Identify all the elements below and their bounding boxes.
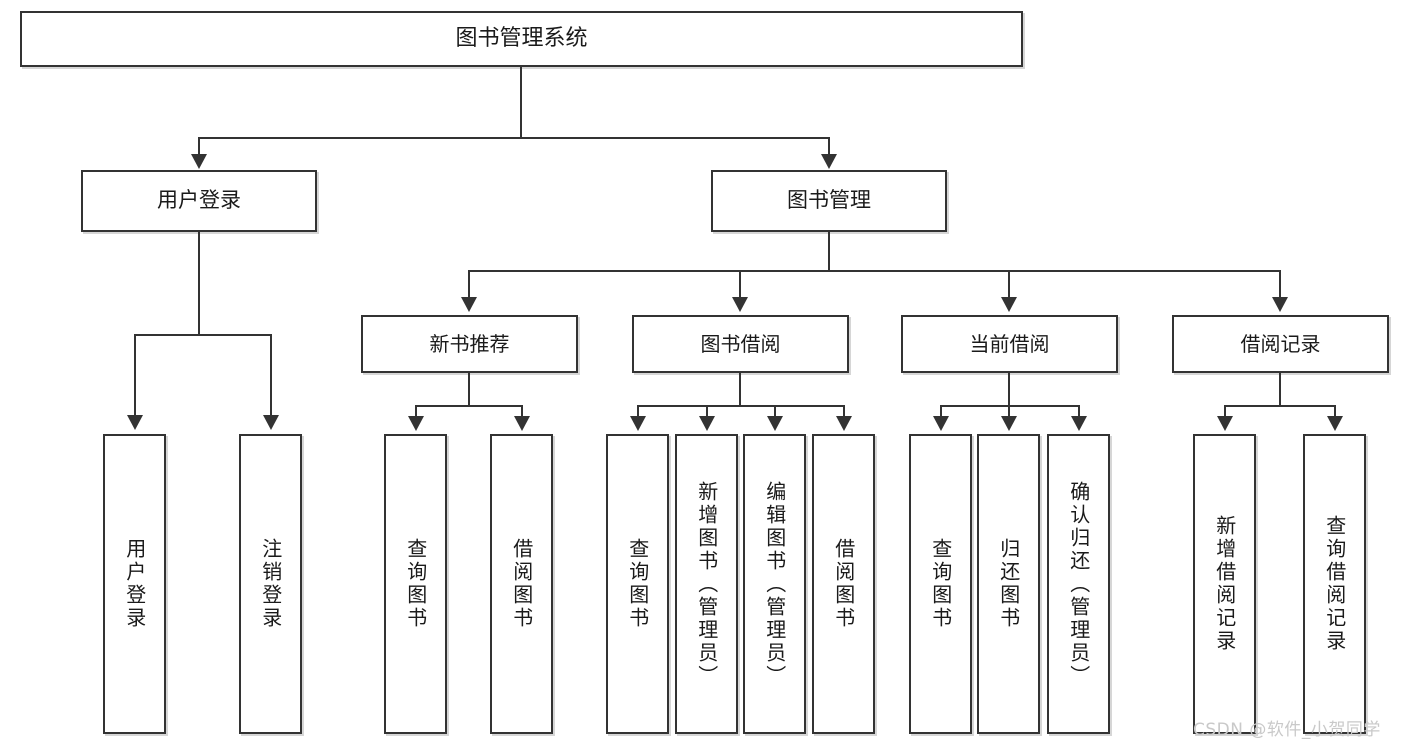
arrowhead-new-book-leaf-2	[514, 416, 530, 431]
leaf-book-borrow-add-admin[interactable]: 新增图书（管理员）	[675, 434, 738, 734]
connector-root-to-book-manage	[828, 137, 830, 157]
connector-root-bus	[198, 137, 830, 139]
arrowhead-current-borrow-leaf-2	[1001, 416, 1017, 431]
node-book-borrow[interactable]: 图书借阅	[632, 315, 849, 373]
node-label: 编辑图书（管理员）	[762, 480, 787, 688]
arrowhead-root-to-book-manage	[821, 154, 837, 169]
connector-current-borrow-stem	[1008, 373, 1010, 407]
node-user-login[interactable]: 用户登录	[81, 170, 317, 232]
connector-current-borrow-drop-2	[1008, 405, 1010, 419]
node-label: 当前借阅	[969, 331, 1050, 356]
node-label: 查询图书	[403, 538, 428, 630]
arrowhead-book-manage-child-1	[461, 297, 477, 312]
connector-current-borrow-drop-1	[940, 405, 942, 419]
node-book-manage[interactable]: 图书管理	[711, 170, 947, 232]
arrowhead-new-book-leaf-1	[408, 416, 424, 431]
connector-book-manage-drop-2	[739, 270, 741, 300]
connector-root-to-user-login	[198, 137, 200, 157]
connector-borrow-record-drop-1	[1224, 405, 1226, 419]
arrowhead-current-borrow-leaf-1	[933, 416, 949, 431]
leaf-new-book-query[interactable]: 查询图书	[384, 434, 447, 734]
leaf-book-borrow-query[interactable]: 查询图书	[606, 434, 669, 734]
connector-book-borrow-drop-1	[637, 405, 639, 419]
node-label: 查询借阅记录	[1322, 515, 1347, 653]
arrowhead-book-manage-child-4	[1272, 297, 1288, 312]
arrowhead-current-borrow-leaf-3	[1071, 416, 1087, 431]
node-label: 借阅图书	[509, 538, 534, 630]
leaf-new-book-borrow[interactable]: 借阅图书	[490, 434, 553, 734]
node-label: 查询图书	[625, 538, 650, 630]
node-label: 用户登录	[157, 188, 241, 213]
leaf-current-borrow-query[interactable]: 查询图书	[909, 434, 972, 734]
node-label: 归还图书	[996, 538, 1021, 630]
node-label: 新书推荐	[429, 331, 510, 356]
connector-user-login-drop-2	[270, 334, 272, 418]
csdn-watermark: CSDN @软件_小贺同学	[1193, 720, 1381, 740]
leaf-borrow-record-add[interactable]: 新增借阅记录	[1193, 434, 1256, 734]
node-current-borrow[interactable]: 当前借阅	[901, 315, 1118, 373]
node-label: 图书借阅	[700, 331, 781, 356]
connector-current-borrow-drop-3	[1078, 405, 1080, 419]
connector-book-borrow-drop-2	[706, 405, 708, 419]
arrowhead-borrow-record-leaf-2	[1327, 416, 1343, 431]
connector-borrow-record-bus	[1224, 405, 1336, 407]
connector-book-manage-bus	[468, 270, 1281, 272]
arrowhead-book-borrow-leaf-2	[699, 416, 715, 431]
connector-user-login-stem	[198, 232, 200, 335]
leaf-user-login-signout[interactable]: 注销登录	[239, 434, 302, 734]
leaf-book-borrow-edit-admin[interactable]: 编辑图书（管理员）	[743, 434, 806, 734]
node-label: 新增图书（管理员）	[694, 480, 719, 688]
node-label: 用户登录	[122, 538, 147, 630]
node-label: 确认归还（管理员）	[1066, 480, 1091, 688]
node-label: 注销登录	[258, 538, 283, 630]
connector-root-stem	[520, 67, 522, 137]
arrowhead-book-borrow-leaf-4	[836, 416, 852, 431]
leaf-current-borrow-return[interactable]: 归还图书	[977, 434, 1040, 734]
connector-current-borrow-bus	[940, 405, 1080, 407]
node-label: 借阅图书	[831, 538, 856, 630]
connector-book-manage-stem	[828, 232, 830, 271]
connector-user-login-bus	[134, 334, 271, 336]
arrowhead-book-borrow-leaf-3	[767, 416, 783, 431]
connector-book-manage-drop-1	[468, 270, 470, 300]
connector-user-login-drop-1	[134, 334, 136, 418]
leaf-user-login-signin[interactable]: 用户登录	[103, 434, 166, 734]
node-label: 新增借阅记录	[1212, 515, 1237, 653]
connector-book-borrow-bus	[637, 405, 845, 407]
node-borrow-record[interactable]: 借阅记录	[1172, 315, 1389, 373]
node-label: 查询图书	[928, 538, 953, 630]
arrowhead-user-login-leaf-1	[127, 415, 143, 430]
connector-book-borrow-stem	[739, 373, 741, 407]
connector-book-manage-drop-4	[1279, 270, 1281, 300]
arrowhead-book-borrow-leaf-1	[630, 416, 646, 431]
node-label: 图书管理系统	[455, 25, 588, 51]
arrowhead-root-to-user-login	[191, 154, 207, 169]
connector-new-book-drop-2	[521, 405, 523, 419]
leaf-book-borrow-borrow[interactable]: 借阅图书	[812, 434, 875, 734]
connector-book-borrow-drop-4	[843, 405, 845, 419]
connector-borrow-record-stem	[1279, 373, 1281, 407]
node-label: 图书管理	[787, 188, 871, 213]
connector-new-book-drop-1	[415, 405, 417, 419]
connector-new-book-stem	[468, 373, 470, 407]
connector-book-borrow-drop-3	[774, 405, 776, 419]
node-label: 借阅记录	[1240, 331, 1321, 356]
arrowhead-book-manage-child-3	[1001, 297, 1017, 312]
node-new-book-recommend[interactable]: 新书推荐	[361, 315, 578, 373]
node-root-system[interactable]: 图书管理系统	[20, 11, 1023, 67]
arrowhead-user-login-leaf-2	[263, 415, 279, 430]
arrowhead-book-manage-child-2	[732, 297, 748, 312]
connector-new-book-bus	[415, 405, 523, 407]
connector-borrow-record-drop-2	[1334, 405, 1336, 419]
leaf-current-borrow-confirm-admin[interactable]: 确认归还（管理员）	[1047, 434, 1110, 734]
leaf-borrow-record-query[interactable]: 查询借阅记录	[1303, 434, 1366, 734]
arrowhead-borrow-record-leaf-1	[1217, 416, 1233, 431]
connector-book-manage-drop-3	[1008, 270, 1010, 300]
